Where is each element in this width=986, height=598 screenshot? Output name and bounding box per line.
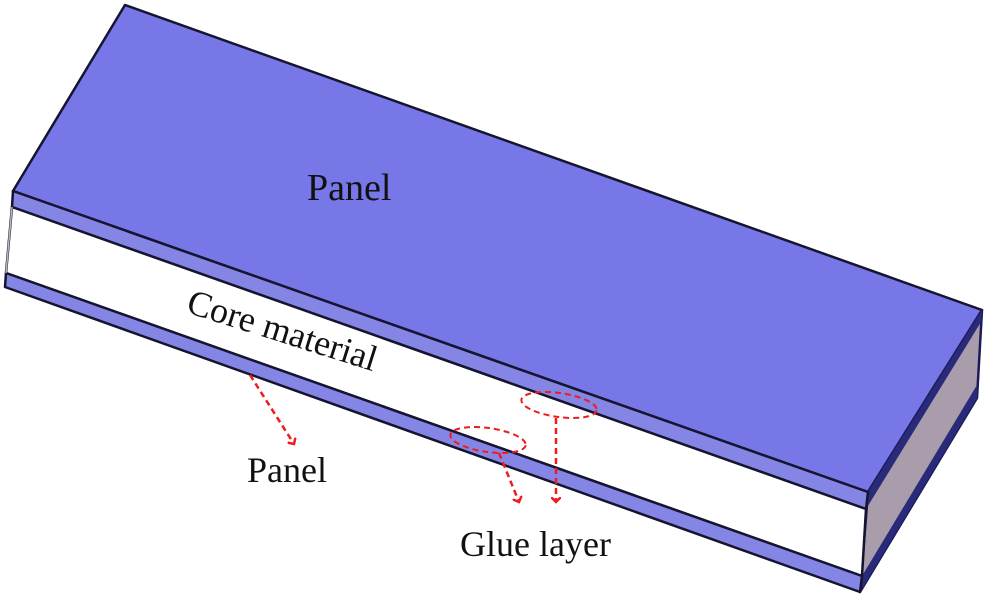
bottom-panel-label: Panel <box>247 450 327 490</box>
front-bottom-panel-band <box>3 271 864 594</box>
top-panel-label: Panel <box>307 167 391 209</box>
side-top-panel-band <box>866 310 982 509</box>
side-bottom-panel-band <box>860 385 977 592</box>
glue-layer-highlight-top <box>520 390 598 420</box>
glue-layer-label: Glue layer <box>460 524 611 564</box>
left-edge <box>5 206 13 274</box>
bottom-panel-arrow <box>248 374 294 444</box>
glue-layer-highlight-bottom <box>449 425 527 455</box>
glue-arrow-bottom <box>497 452 519 502</box>
